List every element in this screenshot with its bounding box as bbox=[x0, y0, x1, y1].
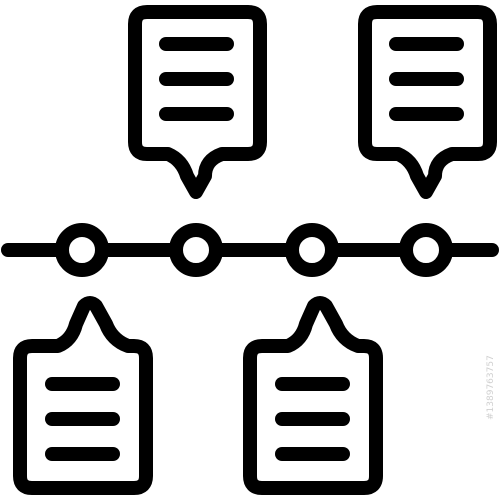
timeline-node bbox=[55, 223, 109, 277]
note-bottom-right bbox=[243, 296, 383, 495]
note-outline bbox=[243, 296, 383, 495]
note-bottom-left bbox=[13, 296, 153, 495]
timeline-node bbox=[285, 223, 339, 277]
timeline-node bbox=[399, 223, 453, 277]
timeline-node bbox=[169, 223, 223, 277]
note-top-left bbox=[128, 5, 267, 199]
watermark-id: #1389763757 bbox=[486, 355, 496, 420]
note-outline bbox=[13, 296, 153, 495]
note-outline bbox=[128, 5, 267, 199]
note-top-right bbox=[358, 5, 497, 199]
note-outline bbox=[358, 5, 497, 199]
